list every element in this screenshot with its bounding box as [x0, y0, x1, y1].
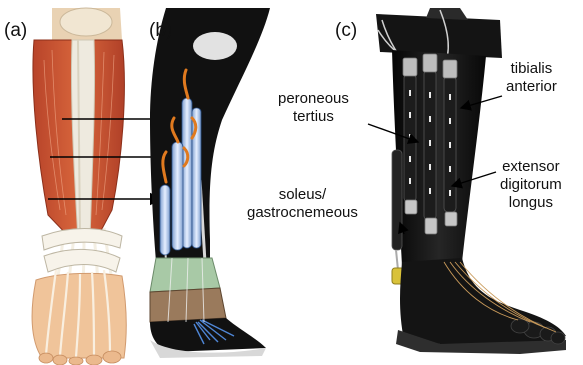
label-extensor-line2: digitorum	[500, 176, 562, 194]
label-peroneous-tertius-line1: peroneous	[278, 90, 349, 108]
ankle-band-brown	[150, 288, 226, 322]
panel-b-schematic	[150, 8, 270, 358]
soleus-muscle	[392, 150, 402, 250]
knee-patch	[193, 32, 237, 60]
label-tibialis-anterior-line1: tibialis	[506, 60, 557, 78]
label-peroneous-tertius-line2: tertius	[278, 108, 349, 126]
panel-label-b: (b)	[149, 20, 172, 42]
panel-label-a: (a)	[4, 20, 27, 42]
label-soleus-gastrocnemeous: soleus/ gastrocnemeous	[247, 186, 358, 222]
label-peroneous-tertius: peroneous tertius	[278, 90, 349, 126]
label-extensor-digitorum-longus: extensor digitorum longus	[500, 158, 562, 212]
panel-label-c: (c)	[335, 20, 357, 42]
label-extensor-line1: extensor	[500, 158, 562, 176]
label-tibialis-anterior: tibialis anterior	[506, 60, 557, 96]
label-extensor-line3: longus	[500, 194, 562, 212]
panel-a-illustration	[32, 8, 126, 365]
label-soleus-line1: soleus/	[247, 186, 358, 204]
ankle-band-green	[150, 258, 220, 292]
ankle-bands	[42, 229, 122, 273]
artificial-muscles	[404, 70, 456, 220]
label-tibialis-anterior-line2: anterior	[506, 78, 557, 96]
label-soleus-line2: gastrocnemeous	[247, 204, 358, 222]
